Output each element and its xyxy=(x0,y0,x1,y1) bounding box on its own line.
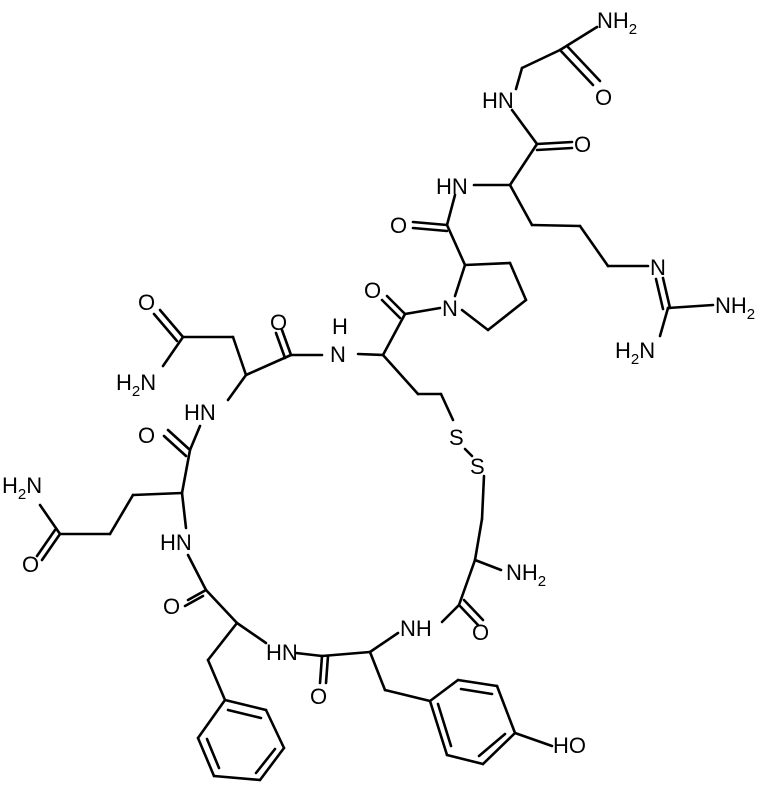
atom-n-proline: N xyxy=(442,296,458,321)
atom-n-guanidine: N xyxy=(650,255,666,280)
atom-h2n-asn: H2N xyxy=(116,370,156,400)
atom-o-cys1: O xyxy=(472,620,489,645)
atom-nh2-cys1: NH2 xyxy=(506,560,546,590)
bonds xyxy=(35,25,715,782)
atom-h2n-guanidine-left: H2N xyxy=(615,338,655,368)
atom-s1: S xyxy=(449,425,464,450)
atom-hn-asn: HN xyxy=(184,400,216,425)
atom-hn-gly: HN xyxy=(482,88,514,113)
atom-o-gly: O xyxy=(595,85,612,110)
atom-hn-arg: HN xyxy=(436,174,468,199)
atom-hn-phe: HN xyxy=(266,640,298,665)
atom-h2n-gln: H2N xyxy=(2,473,42,503)
atom-labels: NH2 O HN O HN O N NH2 H2N O N O O H N H2… xyxy=(2,8,755,758)
atom-o-asn-backbone: O xyxy=(270,310,287,335)
atom-nh-tyr: NH xyxy=(400,616,432,641)
atom-o-phe: O xyxy=(163,594,180,619)
atom-o-asn-side: O xyxy=(138,290,155,315)
atom-o-arg: O xyxy=(574,132,591,157)
atom-nh2-guanidine-right: NH2 xyxy=(715,293,755,323)
atom-o-cys6-carbonyl: O xyxy=(364,278,381,303)
atom-h-nh-cys6: H xyxy=(332,314,348,339)
atom-o-pro-carbonyl: O xyxy=(390,213,407,238)
atom-s2: S xyxy=(470,454,485,479)
atom-ho-tyr: HO xyxy=(553,733,586,758)
atom-o-gln-backbone: O xyxy=(138,423,155,448)
atom-o-gln-side: O xyxy=(22,552,39,577)
atom-nh2-top: NH2 xyxy=(597,8,637,38)
atom-hn-gln: HN xyxy=(160,530,192,555)
atom-o-tyr: O xyxy=(310,684,327,709)
atom-n-nh-cys6: N xyxy=(330,342,346,367)
